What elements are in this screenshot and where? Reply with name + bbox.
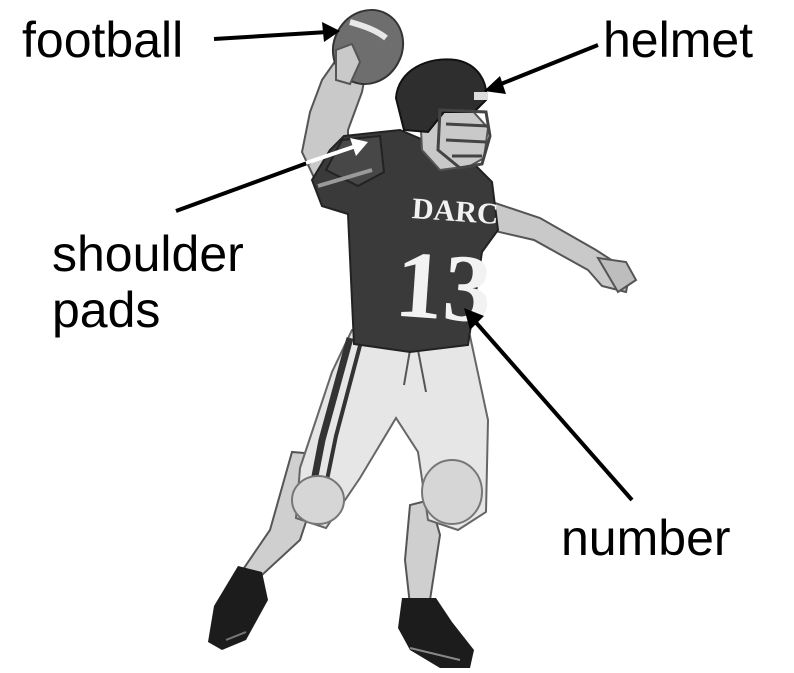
shoulder-pads-leader-line bbox=[175, 160, 311, 213]
front-shoe bbox=[398, 598, 474, 668]
helmet-arrowhead bbox=[484, 76, 506, 94]
number-leader-line bbox=[470, 316, 634, 502]
jersey-team-text: DARC bbox=[411, 192, 500, 231]
helmet-label: helmet bbox=[603, 12, 754, 68]
number-arrowhead bbox=[464, 308, 484, 330]
pants bbox=[291, 328, 490, 532]
shoulder-pads-label: shoulder pads bbox=[52, 226, 244, 338]
football-label: football bbox=[22, 12, 184, 68]
football-arrowhead bbox=[322, 22, 340, 42]
helmet-icon bbox=[394, 58, 492, 170]
leader-lines bbox=[175, 22, 634, 502]
helmet-leader-line bbox=[495, 43, 599, 88]
number-label: number bbox=[561, 510, 731, 566]
extended-arm bbox=[480, 198, 638, 294]
back-shoe bbox=[208, 566, 268, 650]
shoulder-pads-arrowhead bbox=[350, 138, 368, 156]
shoulder-pads-leader-line-white bbox=[305, 144, 357, 165]
football-leader-line bbox=[213, 30, 329, 41]
throwing-hand bbox=[335, 42, 362, 86]
